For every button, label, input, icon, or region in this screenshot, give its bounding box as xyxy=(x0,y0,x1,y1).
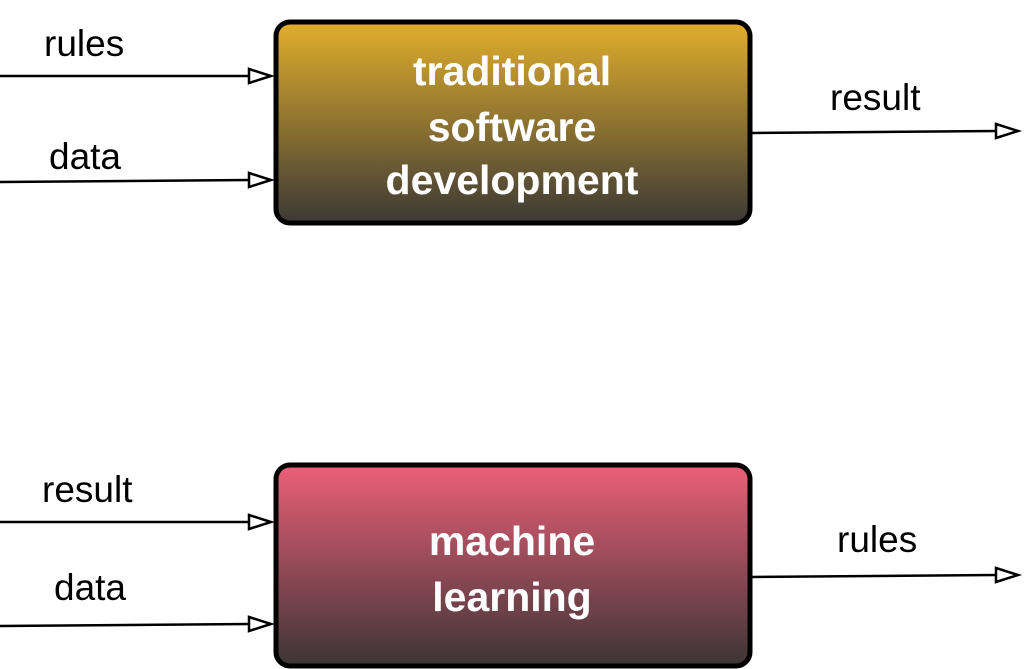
traditional-software-box xyxy=(273,19,753,226)
box-line: development xyxy=(386,157,639,203)
box-line: machine xyxy=(429,518,595,564)
machine-learning-box xyxy=(273,462,753,669)
arrow-data-in xyxy=(0,615,276,633)
input-label-data: data xyxy=(49,136,121,177)
input-label-result: result xyxy=(42,469,133,510)
arrow-data-in xyxy=(0,171,276,189)
output-label-result: result xyxy=(830,77,921,118)
arrow-result-out xyxy=(751,122,1023,140)
input-label-rules: rules xyxy=(44,23,124,64)
input-label-data: data xyxy=(54,567,126,608)
box-line: learning xyxy=(432,574,591,620)
output-label-rules: rules xyxy=(837,519,917,560)
box-line: traditional xyxy=(413,48,611,94)
arrow-result-in xyxy=(0,513,276,531)
traditional-section: rules data traditional software developm… xyxy=(0,19,1023,226)
arrow-rules-in xyxy=(0,67,276,85)
arrow-rules-out xyxy=(751,566,1023,584)
machine-learning-section: result data machine learning rules xyxy=(0,462,1023,669)
box-line: software xyxy=(428,104,597,150)
